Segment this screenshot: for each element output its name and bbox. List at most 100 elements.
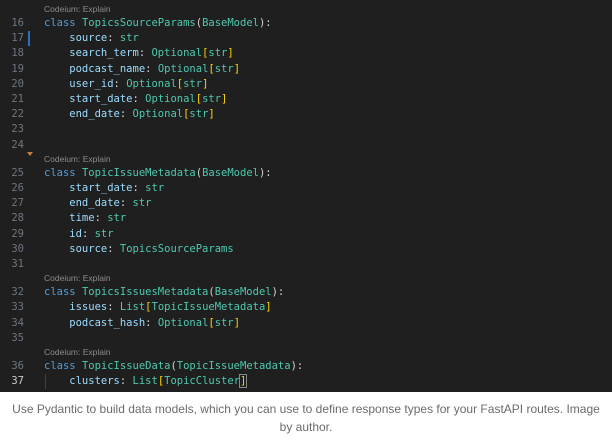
code-text: start_date: Optional[str] (44, 92, 227, 107)
codeium-explain-lens[interactable]: Codeium: Explain (44, 347, 111, 357)
code-token: [ (176, 77, 184, 90)
line-number: 19 (11, 62, 24, 75)
line-number: 35 (11, 331, 24, 344)
code-line[interactable]: 29 id: str (0, 227, 612, 242)
code-line[interactable]: 31 (0, 257, 612, 272)
line-number: 23 (11, 123, 24, 136)
code-token: : (119, 108, 133, 121)
code-line[interactable]: 17 source: str (0, 31, 612, 46)
code-token: : (132, 182, 146, 194)
code-token: ] (233, 62, 241, 75)
code-token: : (107, 301, 120, 314)
code-token: end_date (44, 197, 120, 210)
code-token: str (183, 77, 203, 90)
code-token: ] (202, 77, 209, 90)
code-token: [ (157, 375, 165, 388)
code-text: search_term: Optional[str] (44, 46, 233, 61)
code-text: id: str (44, 227, 114, 242)
code-token: source (44, 242, 108, 255)
code-line[interactable]: 20 user_id: Optional[str] (0, 77, 612, 92)
code-token: ( (170, 360, 177, 372)
code-text: class TopicIssueMetadata(BaseModel): (44, 166, 272, 181)
code-token: ] (208, 108, 215, 121)
code-token: TopicIssueMetadata (81, 166, 196, 179)
code-token: str (214, 316, 234, 329)
code-token: TopicIssueMetadata (151, 301, 266, 314)
code-line[interactable]: 37 clusters: List[TopicCluster] (0, 374, 612, 389)
code-line[interactable]: 30 source: TopicsSourceParams (0, 242, 612, 257)
line-number: 25 (11, 166, 24, 179)
code-text: class TopicsIssuesMetadata(BaseModel): (44, 285, 284, 300)
code-token: ] (238, 374, 248, 389)
code-token: ( (195, 17, 203, 29)
code-token: Optional (157, 316, 209, 329)
code-token: str (208, 47, 228, 60)
code-token: TopicIssueMetadata (176, 360, 291, 372)
code-token: ( (208, 286, 215, 299)
code-text: podcast_hash: Optional[str] (44, 316, 240, 331)
code-line[interactable]: 28 time: str (0, 211, 612, 226)
code-token: TopicIssueData (81, 360, 171, 372)
code-line[interactable]: 33 issues: List[TopicIssueMetadata] (0, 300, 612, 315)
code-token: str (94, 227, 114, 240)
code-line[interactable]: 35 (0, 331, 612, 346)
code-token: ] (221, 93, 228, 105)
code-line[interactable]: 21 start_date: Optional[str] (0, 92, 612, 107)
code-token: str (107, 212, 127, 225)
code-line[interactable]: 23 (0, 122, 612, 137)
code-line[interactable]: 22 end_date: Optional[str] (0, 107, 612, 122)
code-token: BaseModel (202, 17, 259, 29)
code-text: issues: List[TopicIssueMetadata] (44, 300, 271, 315)
code-line[interactable]: 24 (0, 138, 612, 153)
code-token: ): (271, 286, 285, 299)
code-token: [ (195, 93, 203, 105)
code-token: issues (44, 301, 108, 314)
code-token: podcast_hash (44, 316, 146, 329)
codeium-explain-lens[interactable]: Codeium: Explain (44, 153, 111, 164)
code-text: class TopicIssueData(TopicIssueMetadata)… (44, 359, 303, 374)
line-number: 18 (11, 47, 24, 60)
code-token: str (202, 93, 222, 105)
code-token: [ (208, 62, 215, 75)
code-token: ): (258, 166, 272, 179)
code-token: ): (258, 17, 272, 29)
code-line[interactable]: 25 class TopicIssueMetadata(BaseModel): (0, 166, 612, 181)
code-token: : (119, 375, 133, 388)
code-token: time (44, 212, 95, 225)
code-token: end_date (44, 108, 120, 121)
code-token: [ (202, 47, 209, 60)
code-token: : (138, 47, 152, 60)
code-token: BaseModel (214, 286, 272, 299)
codeium-explain-lens[interactable]: Codeium: Explain (44, 273, 111, 284)
code-text: source: str (44, 31, 139, 46)
code-text: podcast_name: Optional[str] (44, 62, 240, 77)
line-number: 30 (11, 242, 24, 255)
code-line[interactable]: 18 search_term: Optional[str] (0, 46, 612, 61)
code-token: : (94, 212, 108, 225)
code-token: [ (208, 316, 215, 329)
indent-guide (45, 374, 46, 390)
code-token: Optional (126, 77, 177, 90)
code-token: class (44, 286, 82, 299)
code-token: ( (195, 166, 203, 179)
line-number: 34 (11, 316, 24, 329)
line-number: 16 (11, 17, 24, 29)
code-line[interactable]: 27 end_date: str (0, 196, 612, 211)
line-number: 20 (11, 77, 24, 90)
code-token: TopicCluster (164, 375, 240, 388)
code-token: : (81, 227, 95, 240)
modified-line-gutter-marker (28, 31, 30, 47)
code-line[interactable]: 19 podcast_name: Optional[str] (0, 62, 612, 77)
line-number: 26 (11, 182, 24, 194)
code-text: time: str (44, 211, 126, 226)
code-line[interactable]: 26 start_date: str (0, 181, 612, 196)
code-token: : (145, 62, 158, 75)
code-line[interactable]: 34 podcast_hash: Optional[str] (0, 316, 612, 331)
codeium-explain-lens[interactable]: Codeium: Explain (44, 4, 111, 14)
code-text: start_date: str (44, 181, 164, 196)
code-token: str (145, 182, 165, 194)
